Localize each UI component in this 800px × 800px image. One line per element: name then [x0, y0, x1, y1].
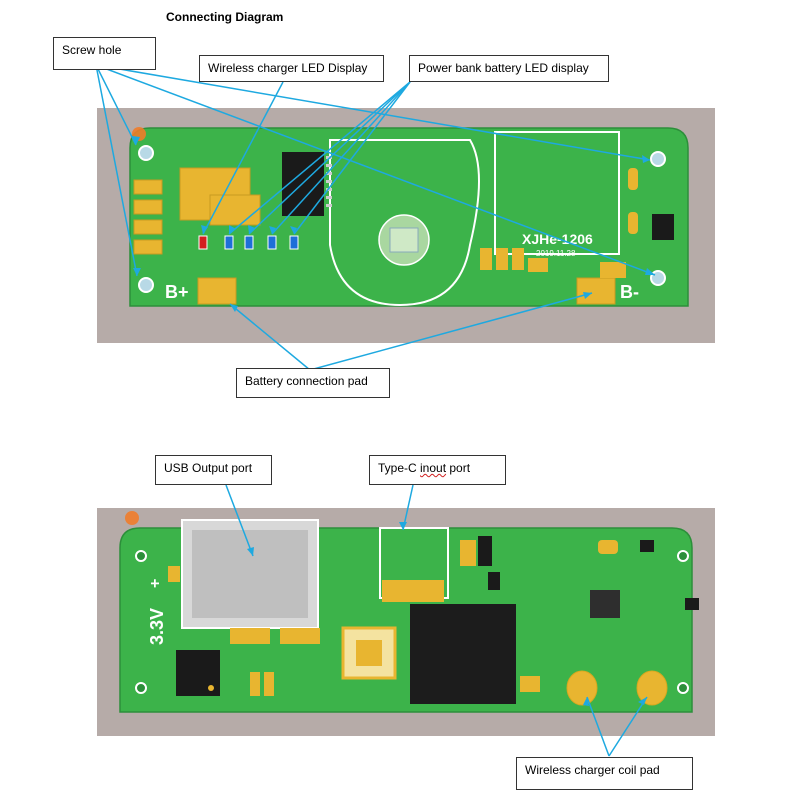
usb-port-opening — [192, 530, 308, 618]
callout-power-bank-led-text: Power bank battery LED display — [418, 61, 589, 75]
pin-one-dot — [208, 685, 214, 691]
smd-part — [520, 676, 540, 692]
smd-capacitor — [133, 219, 163, 235]
mosfet-chip — [652, 214, 674, 240]
battery-led-4 — [289, 235, 299, 250]
board-date-text: 2019.11.28 — [536, 249, 576, 258]
top-callout-arrowheads — [132, 136, 655, 312]
screw-hole — [135, 682, 147, 694]
qfn-thermal-pad — [356, 640, 382, 666]
callout-battery-pad: Battery connection pad — [236, 368, 390, 398]
smd-capacitor — [133, 199, 163, 215]
orientation-marker — [125, 511, 139, 525]
callout-typec-port: Type-C inout port — [369, 455, 506, 485]
bottom-callout-lines — [225, 484, 648, 757]
battery-pad-negative — [576, 277, 616, 305]
smd-capacitor — [133, 179, 163, 195]
top-pcb-board: B+ B- XJHe-1206 2019.11.28 — [129, 127, 689, 307]
smd-part — [600, 262, 626, 278]
callout-usb-output-text: USB Output port — [164, 461, 253, 475]
smd-part — [460, 540, 476, 566]
screw-hole — [135, 550, 147, 562]
smd-part — [250, 672, 260, 696]
voltage-plus-label: + — [147, 579, 164, 588]
smd-part — [528, 258, 548, 272]
callout-screw-hole-text: Screw hole — [62, 43, 122, 57]
smd-part — [480, 248, 492, 270]
callout-typec-prefix: Type-C — [378, 461, 421, 475]
callout-typec-suffix: port — [446, 461, 471, 475]
smd-part — [512, 248, 524, 270]
coil-pad-left — [566, 670, 598, 706]
bottom-callout-arrowheads — [247, 522, 647, 706]
slot-pad — [628, 168, 638, 190]
voltage-label: 3.3V — [147, 608, 167, 645]
screw-hole-bottom-right — [650, 270, 666, 286]
callout-coil-pad: Wireless charger coil pad — [516, 757, 693, 790]
diagram-title: Connecting Diagram — [166, 10, 284, 24]
callout-screw-hole: Screw hole — [53, 37, 156, 70]
smd-part — [168, 566, 180, 582]
smd-part — [496, 248, 508, 270]
callout-coil-pad-text: Wireless charger coil pad — [525, 763, 660, 777]
battery-led-2 — [244, 235, 254, 250]
smd-capacitor — [133, 239, 163, 255]
battery-pad-positive — [197, 277, 237, 305]
battery-led-1 — [224, 235, 234, 250]
large-ic-block — [410, 604, 516, 704]
small-qfn-chip — [590, 590, 620, 618]
callout-battery-pad-text: Battery connection pad — [245, 374, 368, 388]
callout-wireless-led-text: Wireless charger LED Display — [208, 61, 368, 75]
silkscreen-outline — [494, 131, 620, 255]
screw-hole-top-left — [138, 145, 154, 161]
screw-hole-bottom-left — [138, 277, 154, 293]
smd-part — [598, 540, 618, 554]
callout-usb-output: USB Output port — [155, 455, 272, 485]
callout-power-bank-led: Power bank battery LED display — [409, 55, 609, 82]
smd-part — [230, 628, 270, 644]
typec-port — [382, 580, 444, 602]
label-b-plus: B+ — [165, 282, 189, 302]
callout-wireless-led: Wireless charger LED Display — [199, 55, 384, 82]
screw-hole — [677, 550, 689, 562]
smd-part — [280, 628, 320, 644]
slot-pad — [628, 212, 638, 234]
callout-typec-misspelled-word: inout — [420, 461, 447, 475]
inductor-pad — [209, 194, 261, 226]
label-b-minus: B- — [620, 282, 639, 302]
smd-part — [685, 598, 699, 610]
battery-led-3 — [267, 235, 277, 250]
top-callout-lines — [95, 64, 656, 371]
smd-part — [640, 540, 654, 552]
button-outline — [329, 139, 480, 307]
button-cap — [389, 227, 419, 253]
coil-pad-right — [636, 670, 668, 706]
wireless-led-red — [198, 235, 208, 250]
smd-part — [264, 672, 274, 696]
screw-hole-top-right — [650, 151, 666, 167]
sot-chip — [478, 536, 492, 566]
screw-hole — [677, 682, 689, 694]
bottom-pcb-board: 3.3V + — [119, 511, 699, 713]
sot-chip — [488, 572, 500, 590]
